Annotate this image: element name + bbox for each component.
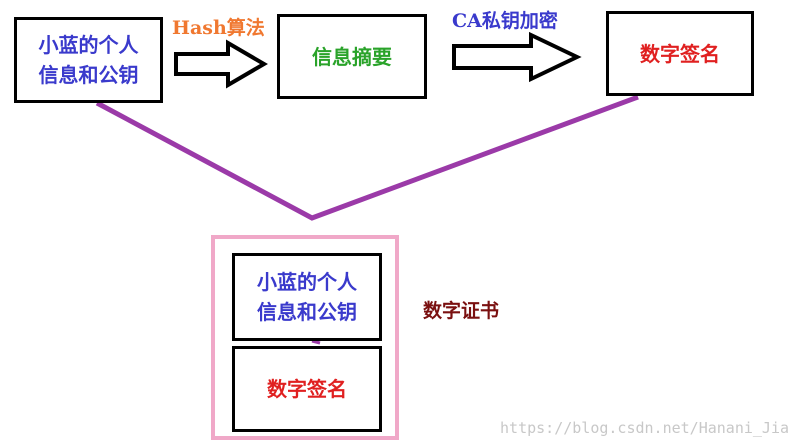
digest-text: 信息摘要: [312, 44, 392, 69]
source-info-box: 小蓝的个人 信息和公钥: [14, 17, 163, 103]
cert-signature-text: 数字签名: [267, 377, 347, 401]
cert-join-mark: [311, 339, 321, 345]
source-info-line-1: 小蓝的个人: [38, 33, 139, 57]
merge-line: [95, 94, 639, 221]
hash-arrow: [174, 39, 268, 89]
cert-info-line-2: 信息和公钥: [257, 300, 357, 324]
encrypt-label: CA私钥加密: [452, 10, 558, 32]
encrypt-arrow: [452, 31, 582, 83]
watermark: https://blog.csdn.net/Hanani_Jia: [500, 419, 789, 437]
digest-box: 信息摘要: [277, 14, 427, 99]
cert-info-box: 小蓝的个人 信息和公钥: [232, 253, 382, 341]
signature-box: 数字签名: [606, 11, 754, 96]
hash-label: Hash算法: [172, 17, 265, 39]
certificate-label: 数字证书: [423, 300, 500, 322]
cert-info-text: 小蓝的个人 信息和公钥: [257, 267, 357, 327]
signature-text: 数字签名: [640, 41, 720, 66]
cert-info-line-1: 小蓝的个人: [257, 270, 357, 294]
source-info-text: 小蓝的个人 信息和公钥: [39, 30, 139, 90]
certificate-frame: [211, 235, 399, 440]
source-info-line-2: 信息和公钥: [38, 63, 139, 87]
cert-signature-box: 数字签名: [232, 346, 382, 432]
